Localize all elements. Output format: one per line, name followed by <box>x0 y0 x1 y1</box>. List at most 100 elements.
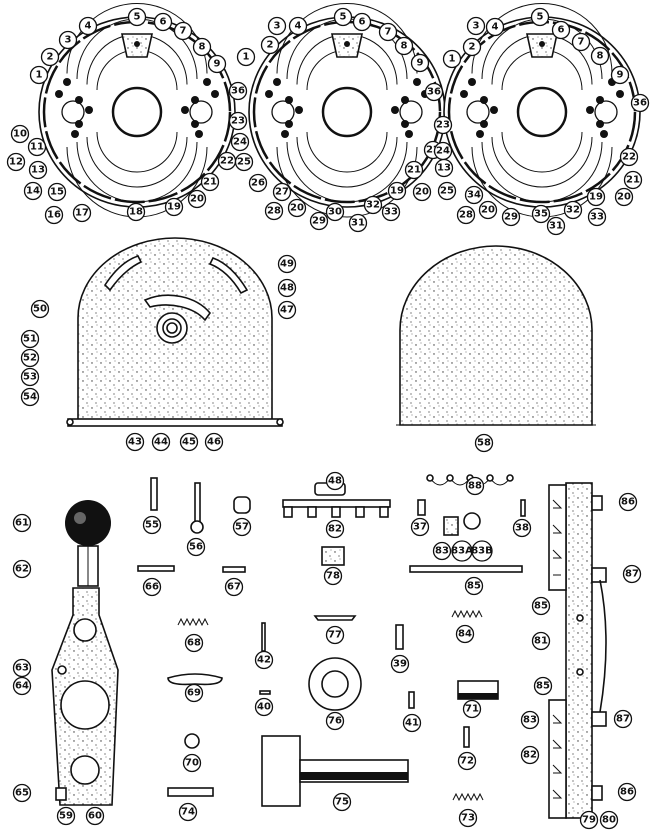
callout-number: 56 <box>189 542 203 553</box>
callout-number: 1 <box>36 70 43 81</box>
callout-disk-1-22: 22 <box>217 151 237 171</box>
callout-disk-3-33: 33 <box>587 207 607 227</box>
callout-disk-2-3: 3 <box>267 16 287 36</box>
callout-left-cover-54: 54 <box>20 387 40 407</box>
callout-number: 60 <box>88 811 102 822</box>
callout-number: 85 <box>467 581 481 592</box>
callout-small-parts-74: 74 <box>178 802 198 822</box>
callout-disk-2-27: 27 <box>272 182 292 202</box>
callout-small-parts-55: 55 <box>142 515 162 535</box>
callout-disk-1-12: 12 <box>6 152 26 172</box>
callout-small-parts-78: 78 <box>323 566 343 586</box>
callout-number: 20 <box>190 194 204 205</box>
callout-lever-59: 59 <box>56 806 76 826</box>
callout-lever-65: 65 <box>12 783 32 803</box>
callout-number: 16 <box>47 210 61 221</box>
callout-number: 41 <box>405 718 419 729</box>
callout-number: 81 <box>534 636 548 647</box>
callout-disk-3-6: 6 <box>551 20 571 40</box>
callout-small-parts-67: 67 <box>224 577 244 597</box>
callout-number: 3 <box>65 35 72 46</box>
callout-number: 72 <box>460 756 474 767</box>
callout-disk-2-20: 20 <box>412 182 432 202</box>
callout-small-parts-66: 66 <box>142 577 162 597</box>
callout-small-parts-41: 41 <box>402 713 422 733</box>
callout-lever-61: 61 <box>12 513 32 533</box>
callout-number: 43 <box>128 437 142 448</box>
callout-small-parts-39: 39 <box>390 654 410 674</box>
callout-number: 7 <box>385 27 392 38</box>
callout-left-cover-48: 48 <box>277 278 297 298</box>
callout-disk-2-2: 2 <box>260 35 280 55</box>
callout-disk-1-17: 17 <box>72 203 92 223</box>
callout-number: 73 <box>461 813 475 824</box>
callout-disk-2-5: 5 <box>333 7 353 27</box>
small-parts <box>137 477 426 807</box>
callout-right-parts-84: 84 <box>455 624 475 644</box>
callout-number: 24 <box>233 137 247 148</box>
callout-disk-1-20: 20 <box>187 189 207 209</box>
callout-number: 13 <box>31 165 45 176</box>
callout-disk-2-36: 36 <box>424 82 444 102</box>
callout-number: 44 <box>154 437 168 448</box>
callout-disk-3-32: 32 <box>563 200 583 220</box>
callout-number: 4 <box>85 21 92 32</box>
callout-disk-3-19: 19 <box>586 187 606 207</box>
callout-disk-1-13: 13 <box>28 160 48 180</box>
callout-number: 84 <box>458 629 472 640</box>
callout-number: 83A <box>451 546 473 557</box>
callout-number: 6 <box>359 17 366 28</box>
callout-disk-1-9: 9 <box>207 54 227 74</box>
callout-bar-assembly-79: 79 <box>579 810 599 830</box>
callout-number: 71 <box>465 704 479 715</box>
callout-small-parts-40: 40 <box>254 697 274 717</box>
callout-number: 83 <box>523 715 537 726</box>
callout-disk-3-8: 8 <box>590 46 610 66</box>
callout-number: 3 <box>473 21 480 32</box>
callout-number: 51 <box>23 334 37 345</box>
callout-bar-assembly-83: 83 <box>520 710 540 730</box>
callout-number: 66 <box>145 582 159 593</box>
callout-number: 1 <box>243 52 250 63</box>
callout-disk-1-11: 11 <box>27 137 47 157</box>
callout-number: 20 <box>415 187 429 198</box>
callout-number: 39 <box>393 659 407 670</box>
callout-number: 2 <box>267 40 274 51</box>
callout-number: 59 <box>59 811 73 822</box>
callout-number: 6 <box>160 17 167 28</box>
callout-number: 10 <box>13 129 27 140</box>
callout-lever-64: 64 <box>12 676 32 696</box>
callout-disk-1-6: 6 <box>153 12 173 32</box>
callout-number: 82 <box>523 750 537 761</box>
callout-lever-62: 62 <box>12 559 32 579</box>
callout-disk-2-28: 28 <box>264 201 284 221</box>
callout-disk-1-1: 1 <box>29 65 49 85</box>
callout-disk-1-2: 2 <box>40 47 60 67</box>
contact-disk-2 <box>248 3 446 218</box>
callout-number: 9 <box>417 58 424 69</box>
callout-number: 8 <box>401 41 408 52</box>
callout-disk-2-29: 29 <box>309 211 329 231</box>
callout-bar-assembly-86: 86 <box>618 492 638 512</box>
callout-disk-1-21: 21 <box>200 172 220 192</box>
callout-small-parts-42: 42 <box>254 650 274 670</box>
callout-disk-3-23: 23 <box>433 115 453 135</box>
callout-number: 12 <box>9 157 23 168</box>
callout-number: 70 <box>185 758 199 769</box>
callout-number: 21 <box>626 175 640 186</box>
contact-disk-3 <box>443 3 641 218</box>
callout-disk-1-16: 16 <box>44 205 64 225</box>
callout-small-parts-69: 69 <box>184 683 204 703</box>
callout-number: 83 <box>435 546 449 557</box>
callout-number: 42 <box>257 655 271 666</box>
callout-number: 14 <box>26 186 40 197</box>
callout-number: 4 <box>295 21 302 32</box>
callout-number: 9 <box>617 70 624 81</box>
callout-number: 88 <box>468 481 482 492</box>
callout-number: 85 <box>534 601 548 612</box>
callout-disk-2-4: 4 <box>288 16 308 36</box>
callout-number: 20 <box>481 205 495 216</box>
callout-disk-2-8: 8 <box>394 36 414 56</box>
callout-number: 25 <box>440 186 454 197</box>
callout-disk-3-22: 22 <box>619 147 639 167</box>
